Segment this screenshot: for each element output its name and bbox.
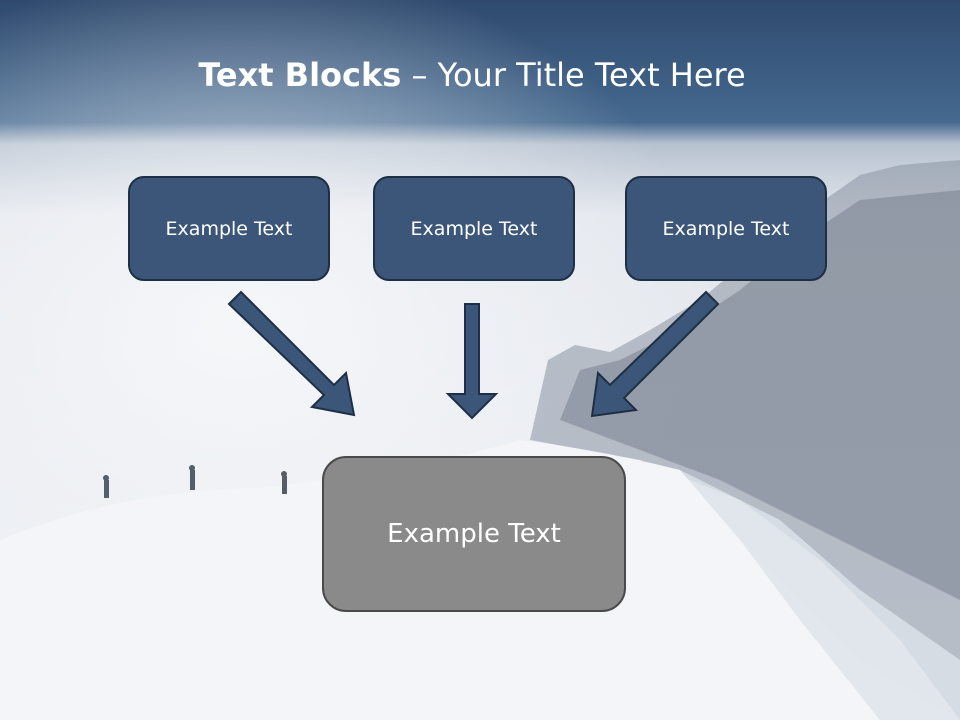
text-block-center-label: Example Text: [410, 217, 538, 240]
slide-title: Text Blocks – Your Title Text Here: [0, 56, 944, 94]
result-block[interactable]: Example Text: [322, 456, 626, 612]
title-rest-part: Your Title Text Here: [437, 56, 746, 94]
result-block-label: Example Text: [387, 519, 561, 549]
text-block-left[interactable]: Example Text: [128, 176, 330, 281]
arrow-right-diagonal: [590, 290, 720, 418]
arrow-center-down: [445, 303, 499, 420]
title-dash: –: [401, 56, 438, 94]
text-block-right-label: Example Text: [662, 217, 790, 240]
title-bold-part: Text Blocks: [198, 56, 402, 94]
arrow-left-diagonal: [227, 290, 356, 417]
text-block-center[interactable]: Example Text: [373, 176, 575, 281]
text-block-left-label: Example Text: [165, 217, 293, 240]
text-block-right[interactable]: Example Text: [625, 176, 827, 281]
